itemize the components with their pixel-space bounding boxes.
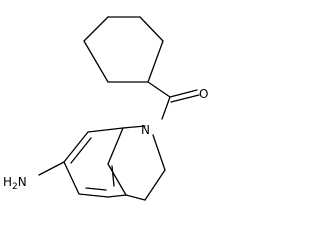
amine-n: N <box>18 175 27 189</box>
double-bond-line-2 <box>170 94 200 103</box>
inner-double-bond <box>70 137 92 164</box>
bond <box>125 194 146 201</box>
amine-subscript: 2 <box>12 182 18 192</box>
bond <box>83 16 109 42</box>
bond <box>63 131 89 163</box>
bond <box>161 96 171 120</box>
bond <box>139 16 164 42</box>
oxygen-label: O <box>199 87 208 101</box>
bond <box>63 161 80 195</box>
inner-double-bond <box>111 165 115 187</box>
double-bond-line-1 <box>169 89 198 98</box>
bond <box>107 127 124 165</box>
bond <box>83 40 109 83</box>
bond <box>144 169 166 201</box>
carbonyl-group <box>147 81 200 120</box>
bond <box>147 81 171 98</box>
molecule-structure: O N H2N <box>3 16 208 201</box>
amine-label: H2N <box>3 175 27 192</box>
bond <box>107 194 127 198</box>
cyclohexyl-ring <box>83 16 164 83</box>
bond <box>87 127 124 133</box>
amine-h: H <box>3 175 12 189</box>
bond <box>38 161 65 176</box>
indoline-ring <box>38 125 166 201</box>
bond <box>107 163 127 196</box>
bond <box>152 134 166 171</box>
bond <box>147 40 164 83</box>
bond <box>122 125 146 129</box>
inner-double-bond <box>85 187 107 191</box>
bond <box>78 193 109 198</box>
nitrogen-label: N <box>141 123 150 137</box>
